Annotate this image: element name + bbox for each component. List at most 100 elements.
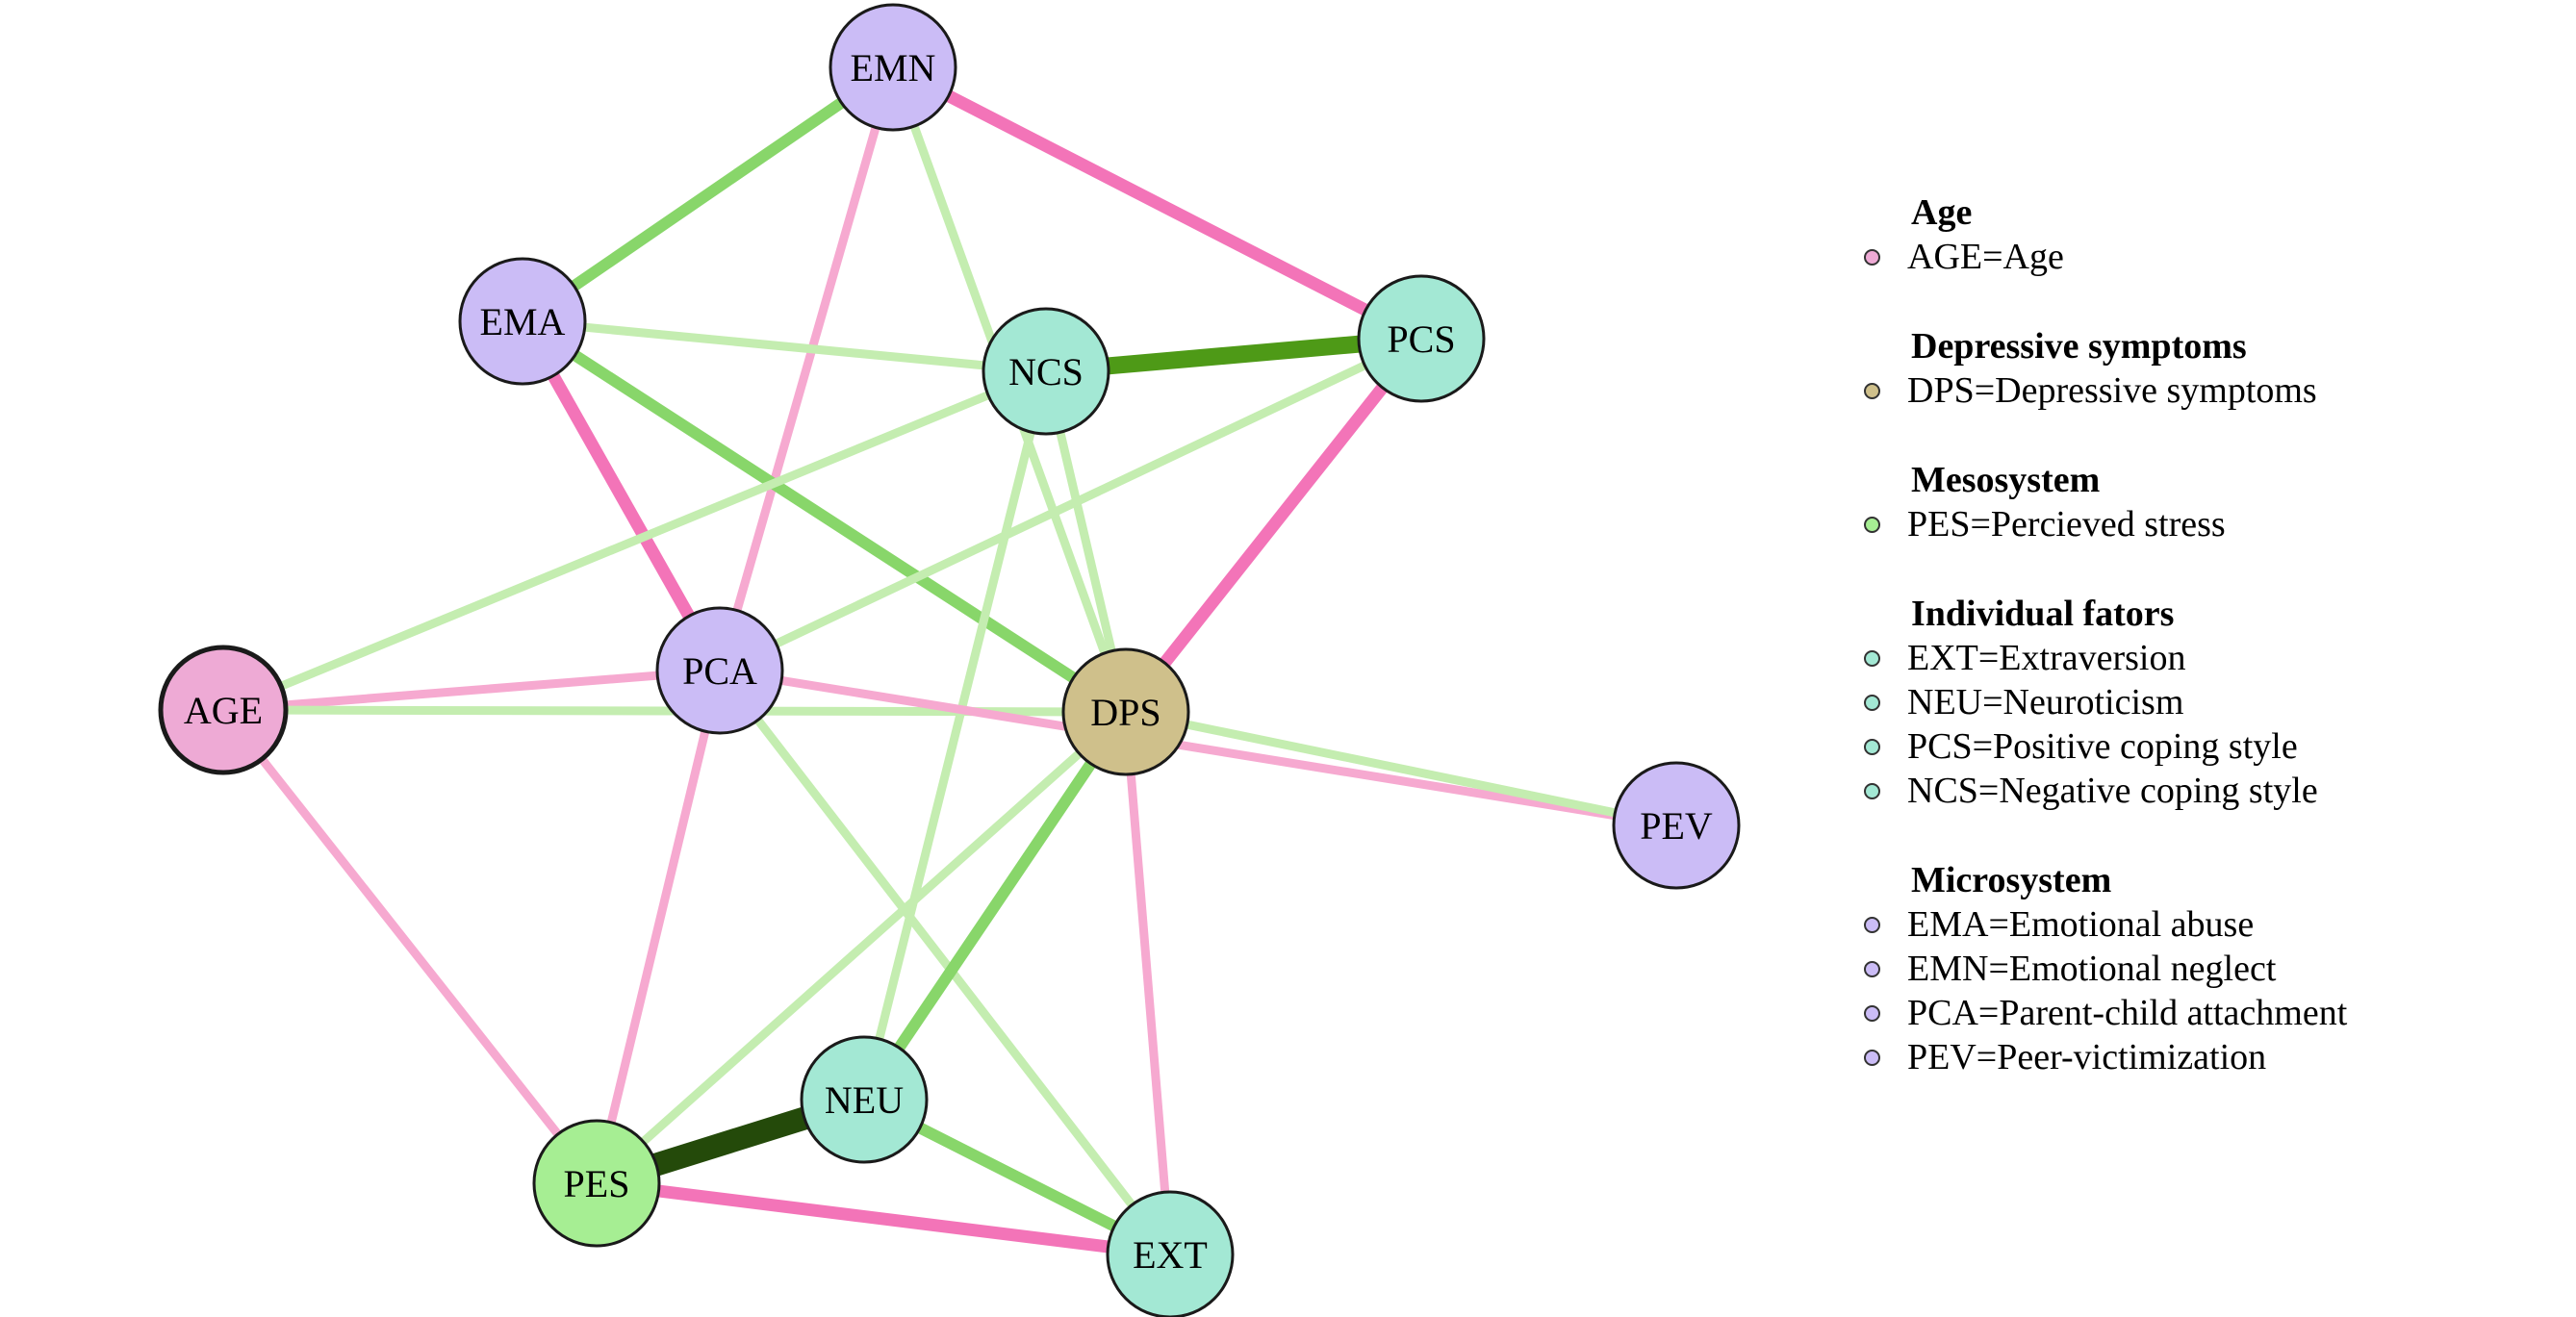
legend-item: AGE=Age bbox=[1833, 235, 2545, 279]
edge-ema-dps bbox=[519, 316, 1130, 718]
node-ema: EMA bbox=[458, 257, 587, 386]
edge-pca-pes bbox=[592, 669, 725, 1185]
legend-item-text: PCA=Parent-child attachment bbox=[1907, 993, 2348, 1033]
node-label: AGE bbox=[184, 689, 263, 732]
node-circle bbox=[655, 606, 784, 735]
legend-dot-icon bbox=[1864, 516, 1880, 533]
node-pcs: PCS bbox=[1357, 274, 1486, 403]
legend-group-depressive-symptoms: Depressive symptoms DPS=Depressive sympt… bbox=[1833, 324, 2545, 413]
legend-title: Individual fators bbox=[1911, 594, 2175, 634]
node-circle bbox=[1106, 1190, 1235, 1317]
node-dps: DPS bbox=[1061, 647, 1190, 776]
legend-item-text: EMA=Emotional abuse bbox=[1907, 904, 2255, 945]
legend: Age AGE=Age Depressive symptoms DPS=Depr… bbox=[1833, 190, 2545, 1125]
nodes-layer: EMN EMA NCS PCS AGE PCA DPS PEV NEU PES EXT bbox=[158, 3, 1741, 1317]
edge-dps-pes bbox=[594, 708, 1129, 1187]
node-label: NEU bbox=[825, 1078, 904, 1122]
edge-age-pca bbox=[222, 666, 721, 715]
legend-item: PES=Percieved stress bbox=[1833, 502, 2545, 546]
node-label: NCS bbox=[1008, 350, 1084, 393]
node-pev: PEV bbox=[1612, 761, 1741, 890]
legend-item: EXT=Extraversion bbox=[1833, 636, 2545, 680]
edge-pcs-dps bbox=[1120, 334, 1427, 717]
legend-title: Depressive symptoms bbox=[1911, 326, 2247, 367]
edge-emn-pcs bbox=[890, 62, 1424, 344]
legend-title: Mesosystem bbox=[1911, 460, 2101, 500]
node-circle bbox=[829, 3, 957, 132]
legend-dot-icon bbox=[1864, 1049, 1880, 1066]
edges-layer bbox=[219, 62, 1677, 1261]
edge-age-pes bbox=[219, 707, 600, 1186]
legend-dot-icon bbox=[1864, 960, 1880, 977]
legend-item-text: DPS=Depressive symptoms bbox=[1907, 370, 2317, 411]
edge-dps-pev bbox=[1125, 707, 1677, 830]
legend-dot-icon bbox=[1864, 694, 1880, 711]
legend-item-text: NCS=Negative coping style bbox=[1907, 771, 2318, 811]
legend-item-text: AGE=Age bbox=[1907, 237, 2064, 277]
legend-item: EMN=Emotional neglect bbox=[1833, 947, 2545, 991]
node-ncs: NCS bbox=[982, 307, 1110, 436]
node-circle bbox=[532, 1119, 661, 1248]
node-label: PEV bbox=[1640, 804, 1713, 848]
legend-item: PCA=Parent-child attachment bbox=[1833, 991, 2545, 1035]
edge-emn-pca bbox=[715, 65, 898, 672]
legend-group-microsystem: Microsystem EMA=Emotional abuse EMN=Emot… bbox=[1833, 858, 2545, 1079]
legend-dot-icon bbox=[1864, 382, 1880, 399]
edge-ema-pca bbox=[517, 317, 726, 674]
network-diagram: EMN EMA NCS PCS AGE PCA DPS PEV NEU PES EXT bbox=[158, 3, 1741, 1317]
legend-item-text: NEU=Neuroticism bbox=[1907, 682, 2184, 722]
edge-emn-ema bbox=[519, 63, 897, 326]
edge-ncs-age bbox=[221, 367, 1048, 715]
legend-group-age: Age AGE=Age bbox=[1833, 190, 2545, 279]
legend-dot-icon bbox=[1864, 1004, 1880, 1022]
legend-group-individual-factors: Individual fators EXT=Extraversion NEU=N… bbox=[1833, 592, 2545, 813]
legend-item: DPS=Depressive symptoms bbox=[1833, 368, 2545, 413]
edge-ema-ncs bbox=[522, 317, 1047, 376]
legend-item-text: PES=Percieved stress bbox=[1907, 504, 2226, 545]
legend-dot-icon bbox=[1864, 738, 1880, 755]
legend-item: NCS=Negative coping style bbox=[1833, 769, 2545, 813]
node-circle bbox=[458, 257, 587, 386]
node-label: EXT bbox=[1133, 1233, 1208, 1277]
node-circle bbox=[158, 645, 289, 775]
edge-pca-pev bbox=[719, 666, 1677, 830]
legend-dot-icon bbox=[1864, 649, 1880, 667]
legend-item: EMA=Emotional abuse bbox=[1833, 902, 2545, 947]
legend-group-mesosystem: Mesosystem PES=Percieved stress bbox=[1833, 458, 2545, 546]
legend-title: Microsystem bbox=[1911, 860, 2112, 900]
legend-dot-icon bbox=[1864, 782, 1880, 799]
edge-dps-ext bbox=[1121, 711, 1175, 1255]
node-circle bbox=[1612, 761, 1741, 890]
legend-item: NEU=Neuroticism bbox=[1833, 680, 2545, 724]
edge-pcs-pca bbox=[718, 334, 1423, 675]
node-age: AGE bbox=[158, 645, 289, 775]
legend-item-text: EMN=Emotional neglect bbox=[1907, 949, 2277, 989]
node-label: DPS bbox=[1090, 691, 1160, 734]
edge-dps-neu bbox=[859, 708, 1131, 1103]
legend-item: PCS=Positive coping style bbox=[1833, 724, 2545, 769]
node-circle bbox=[1357, 274, 1486, 403]
edge-pes-ext bbox=[596, 1177, 1171, 1261]
node-ext: EXT bbox=[1106, 1190, 1235, 1317]
node-label: EMN bbox=[851, 46, 936, 89]
legend-item: PEV=Peer-victimization bbox=[1833, 1035, 2545, 1079]
edge-pca-ext bbox=[716, 668, 1174, 1257]
node-pes: PES bbox=[532, 1119, 661, 1248]
edge-ncs-neu bbox=[859, 369, 1051, 1102]
node-circle bbox=[982, 307, 1110, 436]
node-circle bbox=[800, 1035, 929, 1164]
node-label: PCS bbox=[1387, 317, 1455, 361]
node-circle bbox=[1061, 647, 1190, 776]
legend-dot-icon bbox=[1864, 248, 1880, 266]
legend-title: Age bbox=[1911, 192, 1973, 233]
node-label: PES bbox=[564, 1162, 630, 1205]
node-pca: PCA bbox=[655, 606, 784, 735]
node-neu: NEU bbox=[800, 1035, 929, 1164]
legend-item-text: EXT=Extraversion bbox=[1907, 638, 2186, 678]
node-label: PCA bbox=[682, 649, 757, 693]
legend-item-text: PCS=Positive coping style bbox=[1907, 726, 2298, 767]
legend-item-text: PEV=Peer-victimization bbox=[1907, 1037, 2267, 1077]
node-label: EMA bbox=[480, 300, 566, 343]
legend-dot-icon bbox=[1864, 916, 1880, 933]
node-emn: EMN bbox=[829, 3, 957, 132]
